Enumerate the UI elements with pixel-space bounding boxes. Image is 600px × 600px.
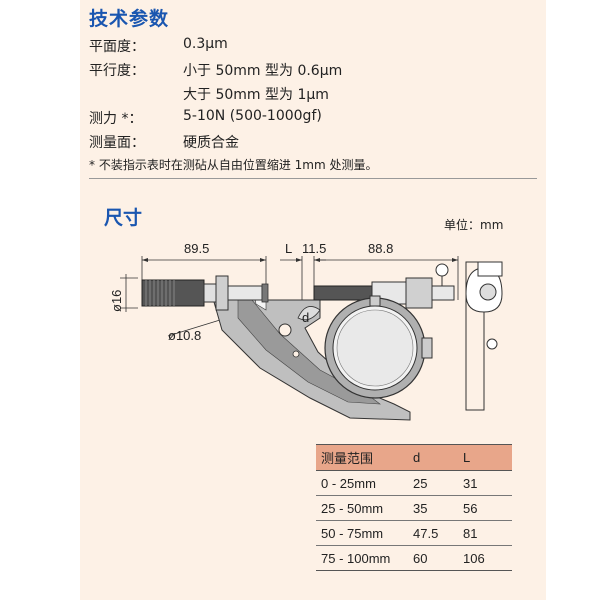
dimensions-title: 尺寸: [104, 207, 143, 229]
spec-value: 0.3μm: [183, 36, 228, 52]
table-row: 0 - 25mm 25 31: [316, 470, 512, 496]
spec-value: 大于 50mm 型为 1μm: [183, 87, 329, 103]
cell-l: 56: [458, 495, 512, 521]
measurement-note: * 不装指示表时在测砧从自由位置缩进 1mm 处测量。: [89, 158, 378, 172]
spec-value: 小于 50mm 型为 0.6μm: [183, 63, 343, 79]
spec-label: 平面度：: [89, 39, 145, 55]
table-row: 50 - 75mm 47.5 81: [316, 520, 512, 546]
cell-d: 25: [408, 470, 458, 496]
unit-label: 单位：mm: [444, 218, 504, 232]
spec-value: 硬质合金: [183, 135, 239, 151]
table-row: 75 - 100mm 60 106: [316, 545, 512, 571]
cell-range: 50 - 75mm: [316, 520, 408, 546]
cell-range: 0 - 25mm: [316, 470, 408, 496]
catalog-page: 技术参数 平面度： 0.3μm 平行度： 小于 50mm 型为 0.6μm 大于…: [80, 0, 546, 600]
dim-d-mark: d: [302, 310, 309, 325]
section-divider: [89, 178, 537, 179]
dimension-arrows: [142, 258, 458, 262]
cell-l: 106: [458, 545, 512, 571]
dimension-lines: [120, 256, 459, 337]
table-row: 25 - 50mm 35 56: [316, 495, 512, 521]
cell-d: 47.5: [408, 520, 458, 546]
cell-l: 31: [458, 470, 512, 496]
range-table: 测量范围 d L 0 - 25mm 25 31 25 - 50mm 35 56 …: [316, 444, 512, 571]
micrometer-thimble: [141, 275, 269, 311]
dim-l-mark: L: [285, 241, 292, 256]
header-range: 测量范围: [316, 444, 408, 471]
dial-indicator: [324, 295, 433, 399]
cell-d: 35: [408, 495, 458, 521]
header-l: L: [458, 444, 512, 471]
side-view: [465, 261, 503, 411]
cell-l: 81: [458, 520, 512, 546]
dim-middle-length: 11.5: [302, 241, 326, 256]
anvil-and-spindle: [313, 263, 455, 309]
spec-label: 测力 *：: [89, 111, 143, 127]
dim-anvil-diameter: ø10.8: [168, 328, 201, 343]
table-header-row: 测量范围 d L: [316, 444, 512, 471]
cell-range: 25 - 50mm: [316, 495, 408, 521]
dim-right-length: 88.8: [368, 241, 393, 256]
dim-sleeve-diameter: ø16: [109, 290, 124, 312]
spec-value: 5-10N (500-1000gf): [183, 108, 322, 124]
spec-label: 平行度：: [89, 63, 145, 79]
cell-d: 60: [408, 545, 458, 571]
dim-left-length: 89.5: [184, 241, 209, 256]
specs-title: 技术参数: [89, 8, 170, 30]
micrometer-drawing: 89.5 L 11.5 88.8 ø16 ø10.8 d: [109, 241, 503, 421]
header-d: d: [408, 444, 458, 471]
cell-range: 75 - 100mm: [316, 545, 408, 571]
spec-label: 测量面：: [89, 135, 145, 151]
